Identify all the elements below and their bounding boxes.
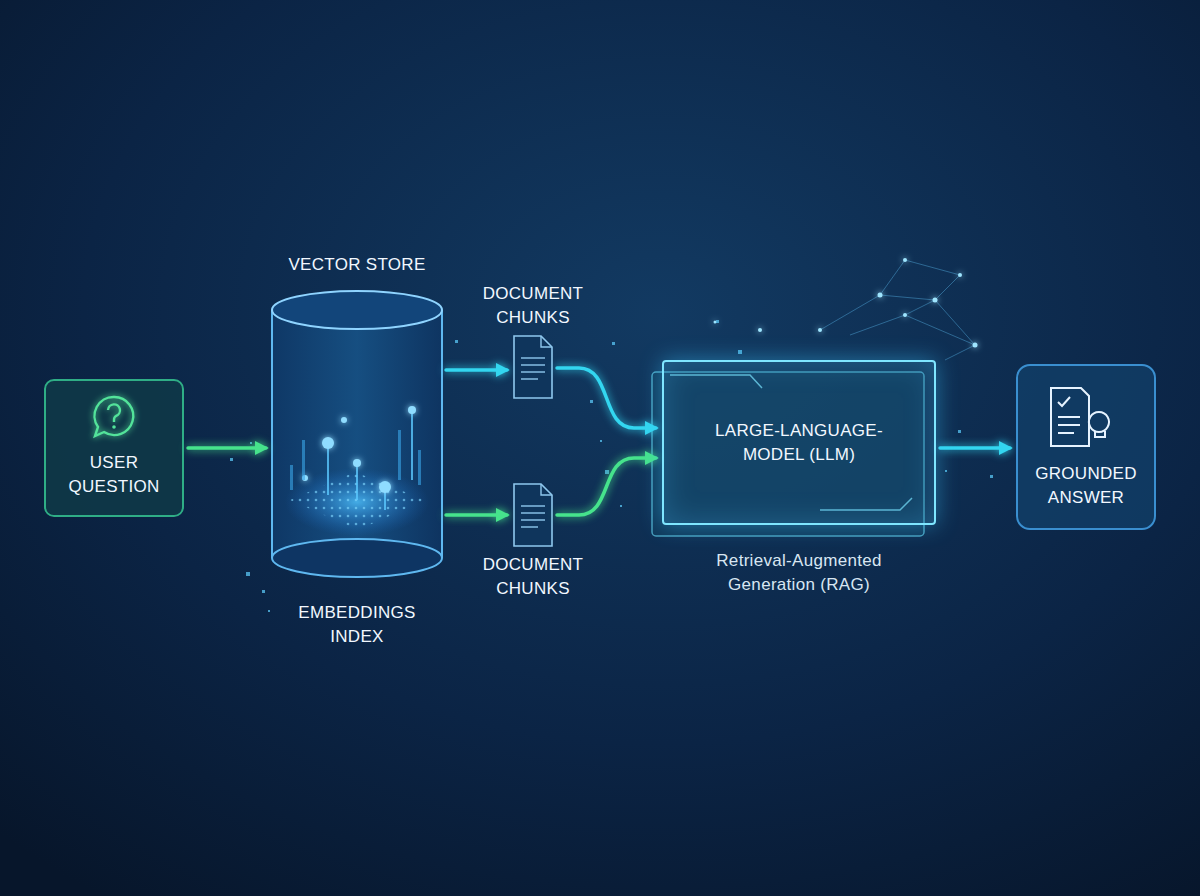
flow-arrow	[446, 513, 507, 517]
node-heading: EMBEDDINGS INDEX	[292, 601, 422, 649]
node-label: USER QUESTION	[56, 451, 172, 499]
flow-arrow	[188, 446, 266, 450]
input-box: USER QUESTION	[44, 379, 184, 517]
model-panel: LARGE-LANGUAGE-MODEL (LLM)Retrieval-Augm…	[662, 360, 936, 525]
node-heading: DOCUMENT CHUNKS	[473, 553, 593, 601]
node-label: GROUNDED ANSWER	[1028, 462, 1144, 510]
flow-arrow	[557, 368, 656, 428]
node-label: LARGE-LANGUAGE-MODEL (LLM)	[689, 419, 909, 467]
document-icon: DOCUMENT CHUNKS	[513, 483, 553, 547]
node-heading: VECTOR STORE	[277, 253, 437, 277]
flow-arrow	[557, 458, 656, 515]
node-heading: DOCUMENT CHUNKS	[473, 282, 593, 330]
output-box: GROUNDED ANSWER	[1016, 364, 1156, 530]
document-icon: DOCUMENT CHUNKS	[513, 335, 553, 399]
flow-arrow	[940, 446, 1010, 450]
caption-text: Retrieval-Augmented Generation (RAG)	[684, 549, 914, 597]
flow-arrow	[446, 368, 507, 372]
vector-store-cylinder: VECTOR STOREEMBEDDINGS INDEX	[272, 291, 442, 577]
